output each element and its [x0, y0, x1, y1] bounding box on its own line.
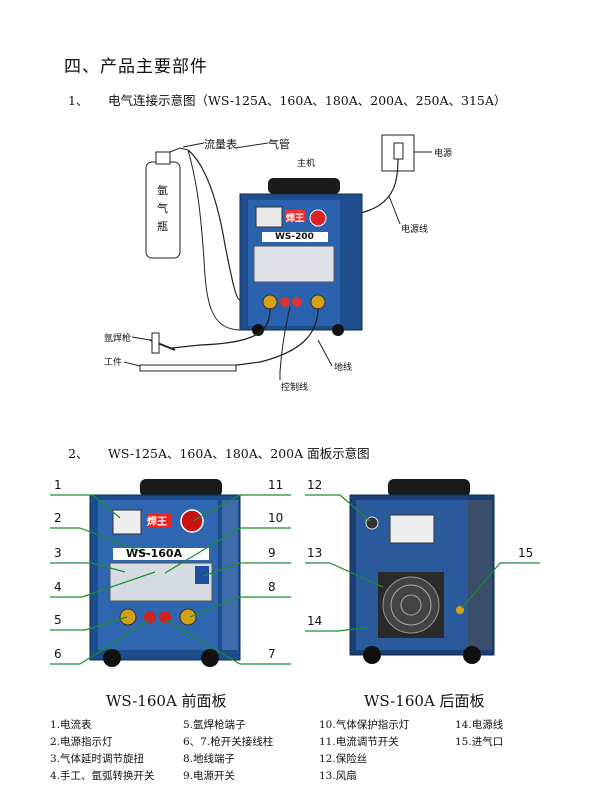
- welder-term-1: [262, 294, 278, 310]
- welder-term-4: [310, 294, 326, 310]
- legend-item: 4.手工、氩弧转换开关: [50, 770, 155, 782]
- welder-handle: [268, 178, 340, 194]
- cylinder-char-3: 瓶: [157, 220, 168, 233]
- subtitle-1: 1、 电气连接示意图（WS-125A、160A、180A、200A、250A、31…: [68, 90, 506, 109]
- callout-7: 7: [268, 647, 276, 661]
- subtitle-2-num: 2、: [68, 446, 89, 461]
- rear-welder: [349, 479, 495, 664]
- callout-6: 6: [54, 647, 62, 661]
- callout-9: 9: [268, 546, 276, 560]
- power-cable-leader: [388, 195, 401, 225]
- legend-item: 13.风扇: [319, 770, 357, 782]
- callout-5: 5: [54, 613, 62, 627]
- legend-item: 9.电源开关: [183, 770, 236, 782]
- welder-term-3: [292, 297, 302, 307]
- legend-item: 3.气体延时调节旋扭: [50, 753, 145, 765]
- label-torch: 氩焊枪: [104, 334, 132, 344]
- section-title: 四、产品主要部件: [64, 57, 208, 77]
- callout-12: 12: [307, 478, 323, 492]
- cylinder-valve: [169, 147, 189, 153]
- callout-15: 15: [518, 546, 534, 560]
- label-control: 控制线: [281, 383, 309, 393]
- callout-14: 14: [307, 614, 323, 628]
- control-cable: [279, 306, 291, 373]
- welder-model-plate: [262, 232, 328, 242]
- front-caption: WS-160A 前面板: [106, 692, 227, 710]
- torch-cable: [171, 307, 271, 349]
- welder-panel: [253, 245, 335, 283]
- welder-term-2: [280, 297, 290, 307]
- legend-item: 10.气体保护指示灯: [319, 719, 410, 731]
- label-gas-pipe: 气管: [268, 138, 290, 151]
- callout-8: 8: [268, 580, 276, 594]
- power-outlet-plug: [393, 142, 404, 160]
- welder-brand: 焊王: [286, 214, 305, 224]
- label-workpiece: 工件: [104, 358, 123, 368]
- workpiece-leader: [123, 361, 141, 367]
- cylinder-neck: [155, 151, 171, 165]
- torch-leader: [131, 336, 151, 341]
- label-flowmeter: 流量表: [204, 138, 237, 151]
- front-brand: 焊王: [147, 517, 167, 528]
- subtitle-2-text: WS-125A、160A、180A、200A 面板示意图: [108, 446, 370, 461]
- legend-item: 12.保险丝: [319, 753, 368, 765]
- legend-col-3: 10.气体保护指示灯 11.电流调节开关 12.保险丝 13.风扇: [319, 717, 409, 785]
- ground-leader: [317, 339, 333, 367]
- rear-caption: WS-160A 后面板: [364, 692, 485, 710]
- subtitle-1-num: 1、: [68, 93, 89, 108]
- gas-pipe-line-2: [187, 149, 241, 331]
- torch-head: [151, 332, 160, 354]
- rear-callout-lines: [305, 494, 540, 632]
- label-main-unit: 主机: [297, 159, 316, 169]
- power-cable-line: [357, 158, 399, 215]
- callout-4: 4: [54, 580, 62, 594]
- gas-pipe-line: [187, 149, 241, 301]
- callout-10: 10: [268, 511, 284, 525]
- front-welder: [89, 479, 241, 667]
- welder-model: WS-200: [275, 232, 314, 242]
- callout-3: 3: [54, 546, 62, 560]
- cylinder-char-2: 气: [157, 202, 168, 215]
- legend-item: 5.氩焊枪端子: [183, 719, 246, 731]
- welder-meter: [255, 206, 283, 228]
- label-cylinder: 氩 气 瓶: [157, 182, 171, 236]
- legend-item: 15.进气口: [455, 736, 504, 748]
- subtitle-2: 2、 WS-125A、160A、180A、200A 面板示意图: [68, 443, 370, 462]
- front-callout-lines: [50, 494, 291, 665]
- legend-item: 11.电流调节开关: [319, 736, 399, 748]
- workpiece-bar: [139, 364, 237, 372]
- subtitle-1-text: 电气连接示意图（WS-125A、160A、180A、200A、250A、315A…: [108, 93, 507, 108]
- legend-col-1: 1.电流表 2.电源指示灯 3.气体延时调节旋扭 4.手工、氩弧转换开关: [50, 717, 155, 785]
- front-model: WS-160A: [126, 547, 183, 560]
- callout-2: 2: [54, 511, 62, 525]
- welder-wheel-l: [252, 324, 264, 336]
- label-power: 电源: [434, 149, 453, 159]
- legend-col-2: 5.氩焊枪端子 6、7.枪开关接线柱 8.地线端子 9.电源开关: [183, 717, 273, 785]
- welder-knob: [309, 209, 327, 227]
- label-power-cable: 电源线: [401, 225, 429, 235]
- ground-cable: [229, 307, 319, 367]
- legend-col-4: 14.电源线 15.进气口: [455, 717, 503, 751]
- legend-item: 1.电流表: [50, 719, 92, 731]
- label-ground: 地线: [334, 363, 353, 373]
- legend-item: 6、7.枪开关接线柱: [183, 736, 274, 748]
- cylinder-char-1: 氩: [157, 184, 168, 197]
- legend-item: 8.地线端子: [183, 753, 236, 765]
- callout-1: 1: [54, 478, 62, 492]
- legend-item: 14.电源线: [455, 719, 504, 731]
- callout-11: 11: [268, 478, 284, 492]
- gas-pipe-leader: [234, 142, 269, 149]
- welder-wheel-r: [332, 324, 344, 336]
- welder-brand-plate: [285, 210, 305, 222]
- legend-item: 2.电源指示灯: [50, 736, 113, 748]
- flowmeter-leader: [182, 142, 205, 148]
- callout-13: 13: [307, 546, 323, 560]
